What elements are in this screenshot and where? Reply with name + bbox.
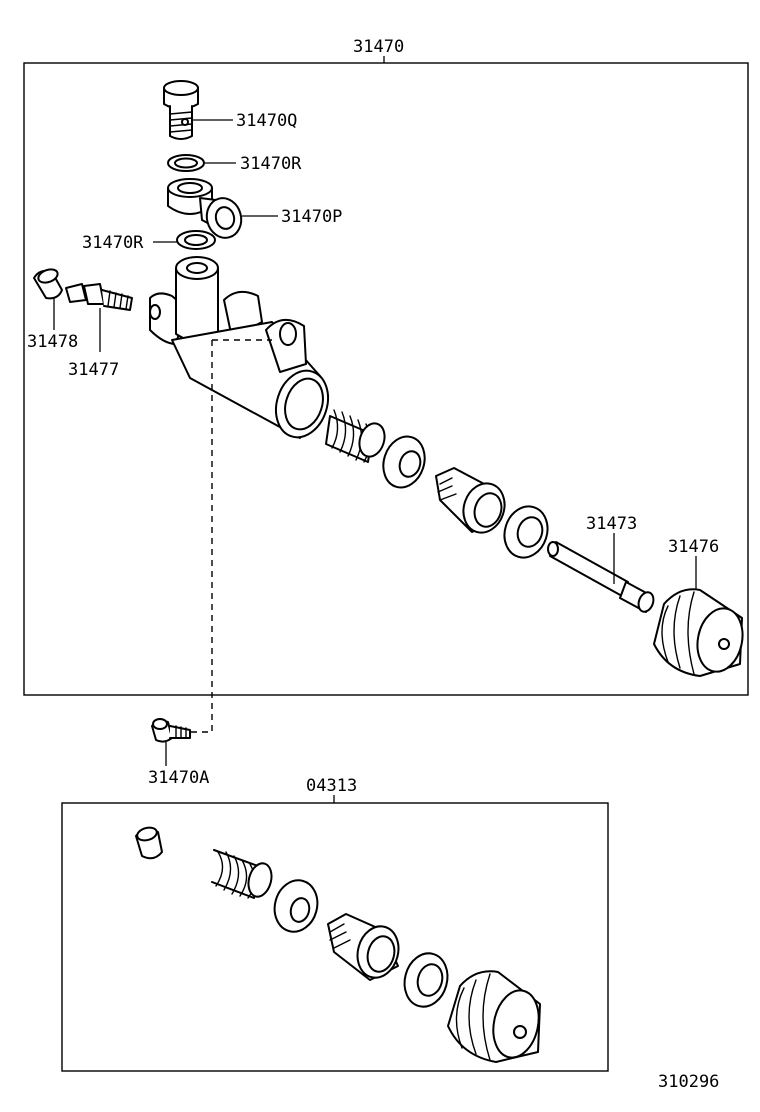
- kit-cup-front: [273, 879, 319, 933]
- label-31476: 31476: [668, 537, 719, 557]
- union-fitting: [167, 178, 243, 239]
- label-31470: 31470: [353, 37, 404, 57]
- assembly-frame: [23, 62, 749, 696]
- piston-cup-rear: [503, 505, 549, 559]
- label-31477: 31477: [68, 360, 119, 380]
- label-31470P: 31470P: [281, 207, 342, 227]
- assembly-31470: 31470 31470Q 31470R 31470P: [23, 37, 749, 733]
- label-04313: 04313: [306, 776, 357, 796]
- push-rod: [547, 541, 655, 613]
- union-bolt: [163, 80, 199, 140]
- gasket-lower: [176, 230, 216, 250]
- kit-spring: [211, 849, 273, 899]
- piston-cup-front: [382, 435, 426, 489]
- gasket-upper: [167, 154, 205, 172]
- mounting-bolt: [151, 718, 191, 743]
- kit-frame: [61, 802, 609, 1072]
- return-spring: [325, 409, 386, 463]
- label-31470Q: 31470Q: [236, 111, 297, 131]
- piston: [435, 467, 506, 534]
- bleeder-cap: [33, 268, 63, 300]
- kit-cap: [135, 826, 163, 860]
- label-31470R-lower: 31470R: [82, 233, 144, 253]
- label-31478: 31478: [27, 332, 78, 352]
- kit-04313: 04313: [61, 776, 609, 1072]
- label-31470A: 31470A: [148, 768, 209, 788]
- dust-boot: [653, 588, 744, 677]
- kit-piston: [327, 913, 400, 981]
- diagram-number: 310296: [658, 1072, 719, 1092]
- label-31473: 31473: [586, 514, 637, 534]
- kit-boot: [447, 970, 541, 1063]
- bleeder-plug: [65, 283, 133, 311]
- cylinder-body: [149, 256, 329, 439]
- label-31470R-upper: 31470R: [240, 154, 302, 174]
- kit-cup-rear: [403, 952, 449, 1008]
